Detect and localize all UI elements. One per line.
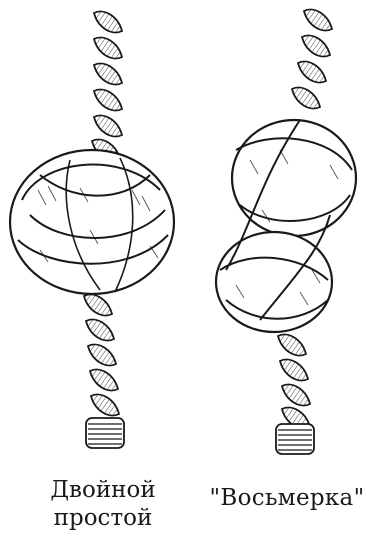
knot-body-right: [216, 120, 356, 332]
double-overhand-caption-line-1: Двойной: [18, 476, 188, 504]
figure-eight-knot-drawing: [216, 10, 356, 454]
double-overhand-knot-drawing: [10, 12, 174, 448]
double-overhand-caption: Двойной простой: [18, 476, 188, 532]
upper-rope-left: [92, 12, 122, 161]
upper-rope-right: [292, 10, 332, 109]
knot-body-left: [10, 150, 174, 294]
figure-eight-caption: "Восьмерка": [196, 484, 378, 512]
double-overhand-caption-line-2: простой: [18, 504, 188, 532]
lower-rope-right: [276, 335, 314, 454]
lower-rope-left: [84, 295, 124, 448]
